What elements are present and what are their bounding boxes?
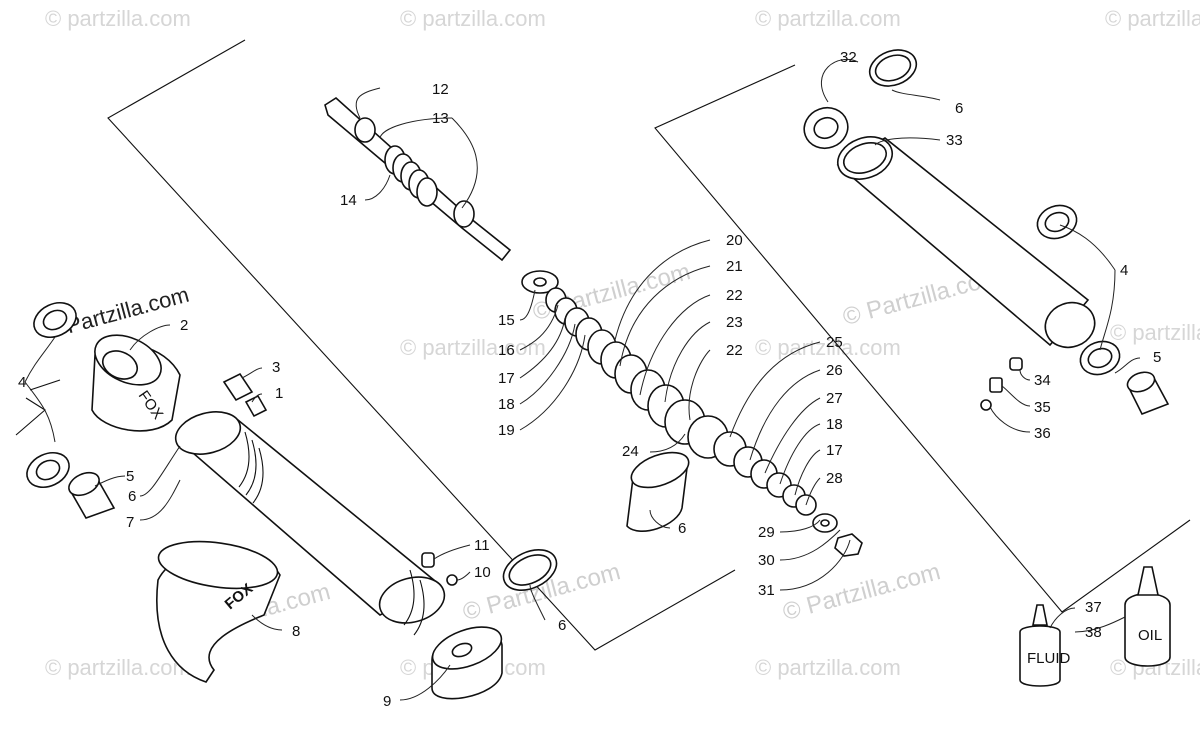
watermark-mid-1: © partzilla.com <box>400 335 546 360</box>
callout-12: 12 <box>432 81 449 98</box>
callout-4-left: 4 <box>18 374 26 391</box>
callout-6-left: 6 <box>128 488 136 505</box>
watermark-mid-3: © partzilla.com <box>1110 320 1200 345</box>
callout-27: 27 <box>826 390 843 407</box>
callout-24: 24 <box>622 443 639 460</box>
shock-cover[interactable]: FOX <box>156 535 281 683</box>
callout-17: 17 <box>498 370 515 387</box>
reservoir-cap-32[interactable] <box>798 102 853 155</box>
callout-22: 22 <box>726 287 743 304</box>
callout-35: 35 <box>1034 399 1051 416</box>
callout-7: 7 <box>126 514 134 531</box>
callout-29: 29 <box>758 524 775 541</box>
callout-15: 15 <box>498 312 515 329</box>
callout-6-seal: 6 <box>558 617 566 634</box>
callout-26: 26 <box>826 362 843 379</box>
callout-38: 38 <box>1085 624 1102 641</box>
callout-9: 9 <box>383 693 391 710</box>
callout-2: 2 <box>180 317 188 334</box>
reservoir-cap[interactable]: FOX <box>87 325 181 432</box>
callout-4-right: 4 <box>1120 262 1128 279</box>
callout-5-left: 5 <box>126 468 134 485</box>
valve-fitting[interactable] <box>222 372 268 418</box>
bushing-right-lower[interactable] <box>1076 336 1125 380</box>
callout-3: 3 <box>272 359 280 376</box>
end-cap[interactable] <box>427 619 507 700</box>
shock-body-tube[interactable] <box>171 405 450 636</box>
ball-and-spring[interactable] <box>421 552 458 586</box>
spacer-right[interactable] <box>1125 369 1170 416</box>
reservoir-body[interactable] <box>832 130 1101 355</box>
bearing-ring[interactable] <box>626 446 694 532</box>
callout-11: 11 <box>474 537 490 554</box>
seal-left[interactable] <box>497 542 563 598</box>
callout-23: 23 <box>726 314 743 331</box>
callout-18b: 18 <box>826 416 843 433</box>
fluid-label: FLUID <box>1027 650 1071 667</box>
bushing-left-lower[interactable] <box>21 446 74 494</box>
valve-pieces-right[interactable] <box>980 357 1023 411</box>
callout-1: 1 <box>275 385 283 402</box>
assembly-outline-left <box>107 39 736 651</box>
callout-31: 31 <box>758 582 775 599</box>
callout-16: 16 <box>498 342 515 359</box>
callout-18: 18 <box>498 396 515 413</box>
shaft-threads <box>384 145 438 207</box>
callout-6-top: 6 <box>955 100 963 117</box>
callout-30: 30 <box>758 552 775 569</box>
shock-shaft[interactable] <box>324 96 512 262</box>
watermark-bot-1: © partzilla.com <box>45 655 191 680</box>
fluid-bottle[interactable]: FLUID <box>1019 604 1071 687</box>
watermark-bot-3: © partzilla.com <box>755 655 901 680</box>
watermark-top-1: © partzilla.com <box>45 6 191 31</box>
bushing-left-upper[interactable] <box>28 296 81 344</box>
callout-17b: 17 <box>826 442 843 459</box>
callout-6-ring: 6 <box>678 520 686 537</box>
spacer-left[interactable] <box>65 468 116 519</box>
callout-13: 13 <box>432 110 449 127</box>
oil-bottle[interactable]: OIL <box>1124 566 1171 667</box>
leader-lines <box>24 58 1141 701</box>
seal-top[interactable] <box>865 44 922 92</box>
bushing-right-upper[interactable] <box>1033 200 1082 244</box>
callout-33: 33 <box>946 132 963 149</box>
callout-numbers: 1 2 3 4 4 5 5 6 6 6 6 7 8 9 10 11 12 13 … <box>18 49 1161 710</box>
watermark-mid-2: © partzilla.com <box>755 335 901 360</box>
callout-32: 32 <box>840 49 857 66</box>
callout-25: 25 <box>826 334 843 351</box>
callout-34: 34 <box>1034 372 1051 389</box>
callout-22b: 22 <box>726 342 743 359</box>
watermark-top-3: © partzilla.com <box>755 6 901 31</box>
piston-shim-stack[interactable] <box>521 270 863 557</box>
callout-14: 14 <box>340 192 357 209</box>
watermark-top-2: © partzilla.com <box>400 6 546 31</box>
callout-8: 8 <box>292 623 300 640</box>
callout-37: 37 <box>1085 599 1102 616</box>
oil-label: OIL <box>1138 627 1162 644</box>
callout-20: 20 <box>726 232 743 249</box>
callout-21: 21 <box>726 258 743 275</box>
callout-36: 36 <box>1034 425 1051 442</box>
callout-10: 10 <box>474 564 491 581</box>
watermark-top-4: © partzilla.com <box>1105 6 1200 31</box>
callout-28: 28 <box>826 470 843 487</box>
assembly-outline-right <box>654 64 1191 613</box>
callout-5-right: 5 <box>1153 349 1161 366</box>
callout-19: 19 <box>498 422 515 439</box>
